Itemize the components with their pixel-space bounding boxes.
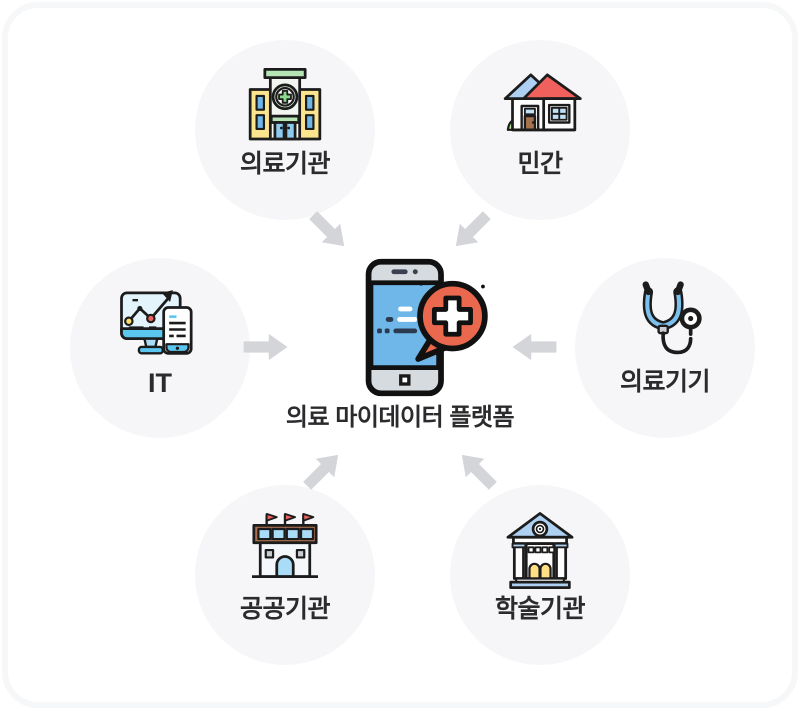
node-label-medical-device: 의료기기 [619, 368, 711, 396]
node-label-academic-institution: 학술기관 [494, 595, 586, 623]
arrow-academic-institution-to-center [451, 444, 503, 496]
arrow-private-sector-to-center [445, 205, 497, 257]
node-label-public-institution: 공공기관 [239, 595, 331, 623]
node-label-it: IT [148, 368, 172, 398]
house-icon [503, 73, 582, 132]
node-it: IT [70, 258, 250, 438]
node-private-sector: 민간 [450, 40, 630, 220]
arrow-medical-institution-to-center [303, 205, 355, 257]
arrow-it-to-center [243, 333, 289, 361]
government-building-icon [252, 512, 318, 579]
node-medical-device: 의료기기 [575, 258, 755, 438]
node-label-medical-institution: 의료기관 [239, 150, 331, 178]
academy-building-icon [506, 512, 574, 590]
node-medical-institution: 의료기관 [195, 40, 375, 220]
node-academic-institution: 학술기관 [450, 485, 630, 665]
monitor-analytics-icon [120, 290, 193, 355]
arrow-public-institution-to-center [297, 444, 349, 496]
arrow-medical-device-to-center [511, 333, 557, 361]
node-label-private-sector: 민간 [517, 150, 563, 178]
center-platform-label: 의료 마이데이터 플랫폼 [285, 404, 515, 431]
smartphone-medical-chat-icon [365, 258, 488, 397]
node-public-institution: 공공기관 [195, 485, 375, 665]
stethoscope-icon [642, 281, 702, 355]
hospital-icon [248, 67, 322, 141]
